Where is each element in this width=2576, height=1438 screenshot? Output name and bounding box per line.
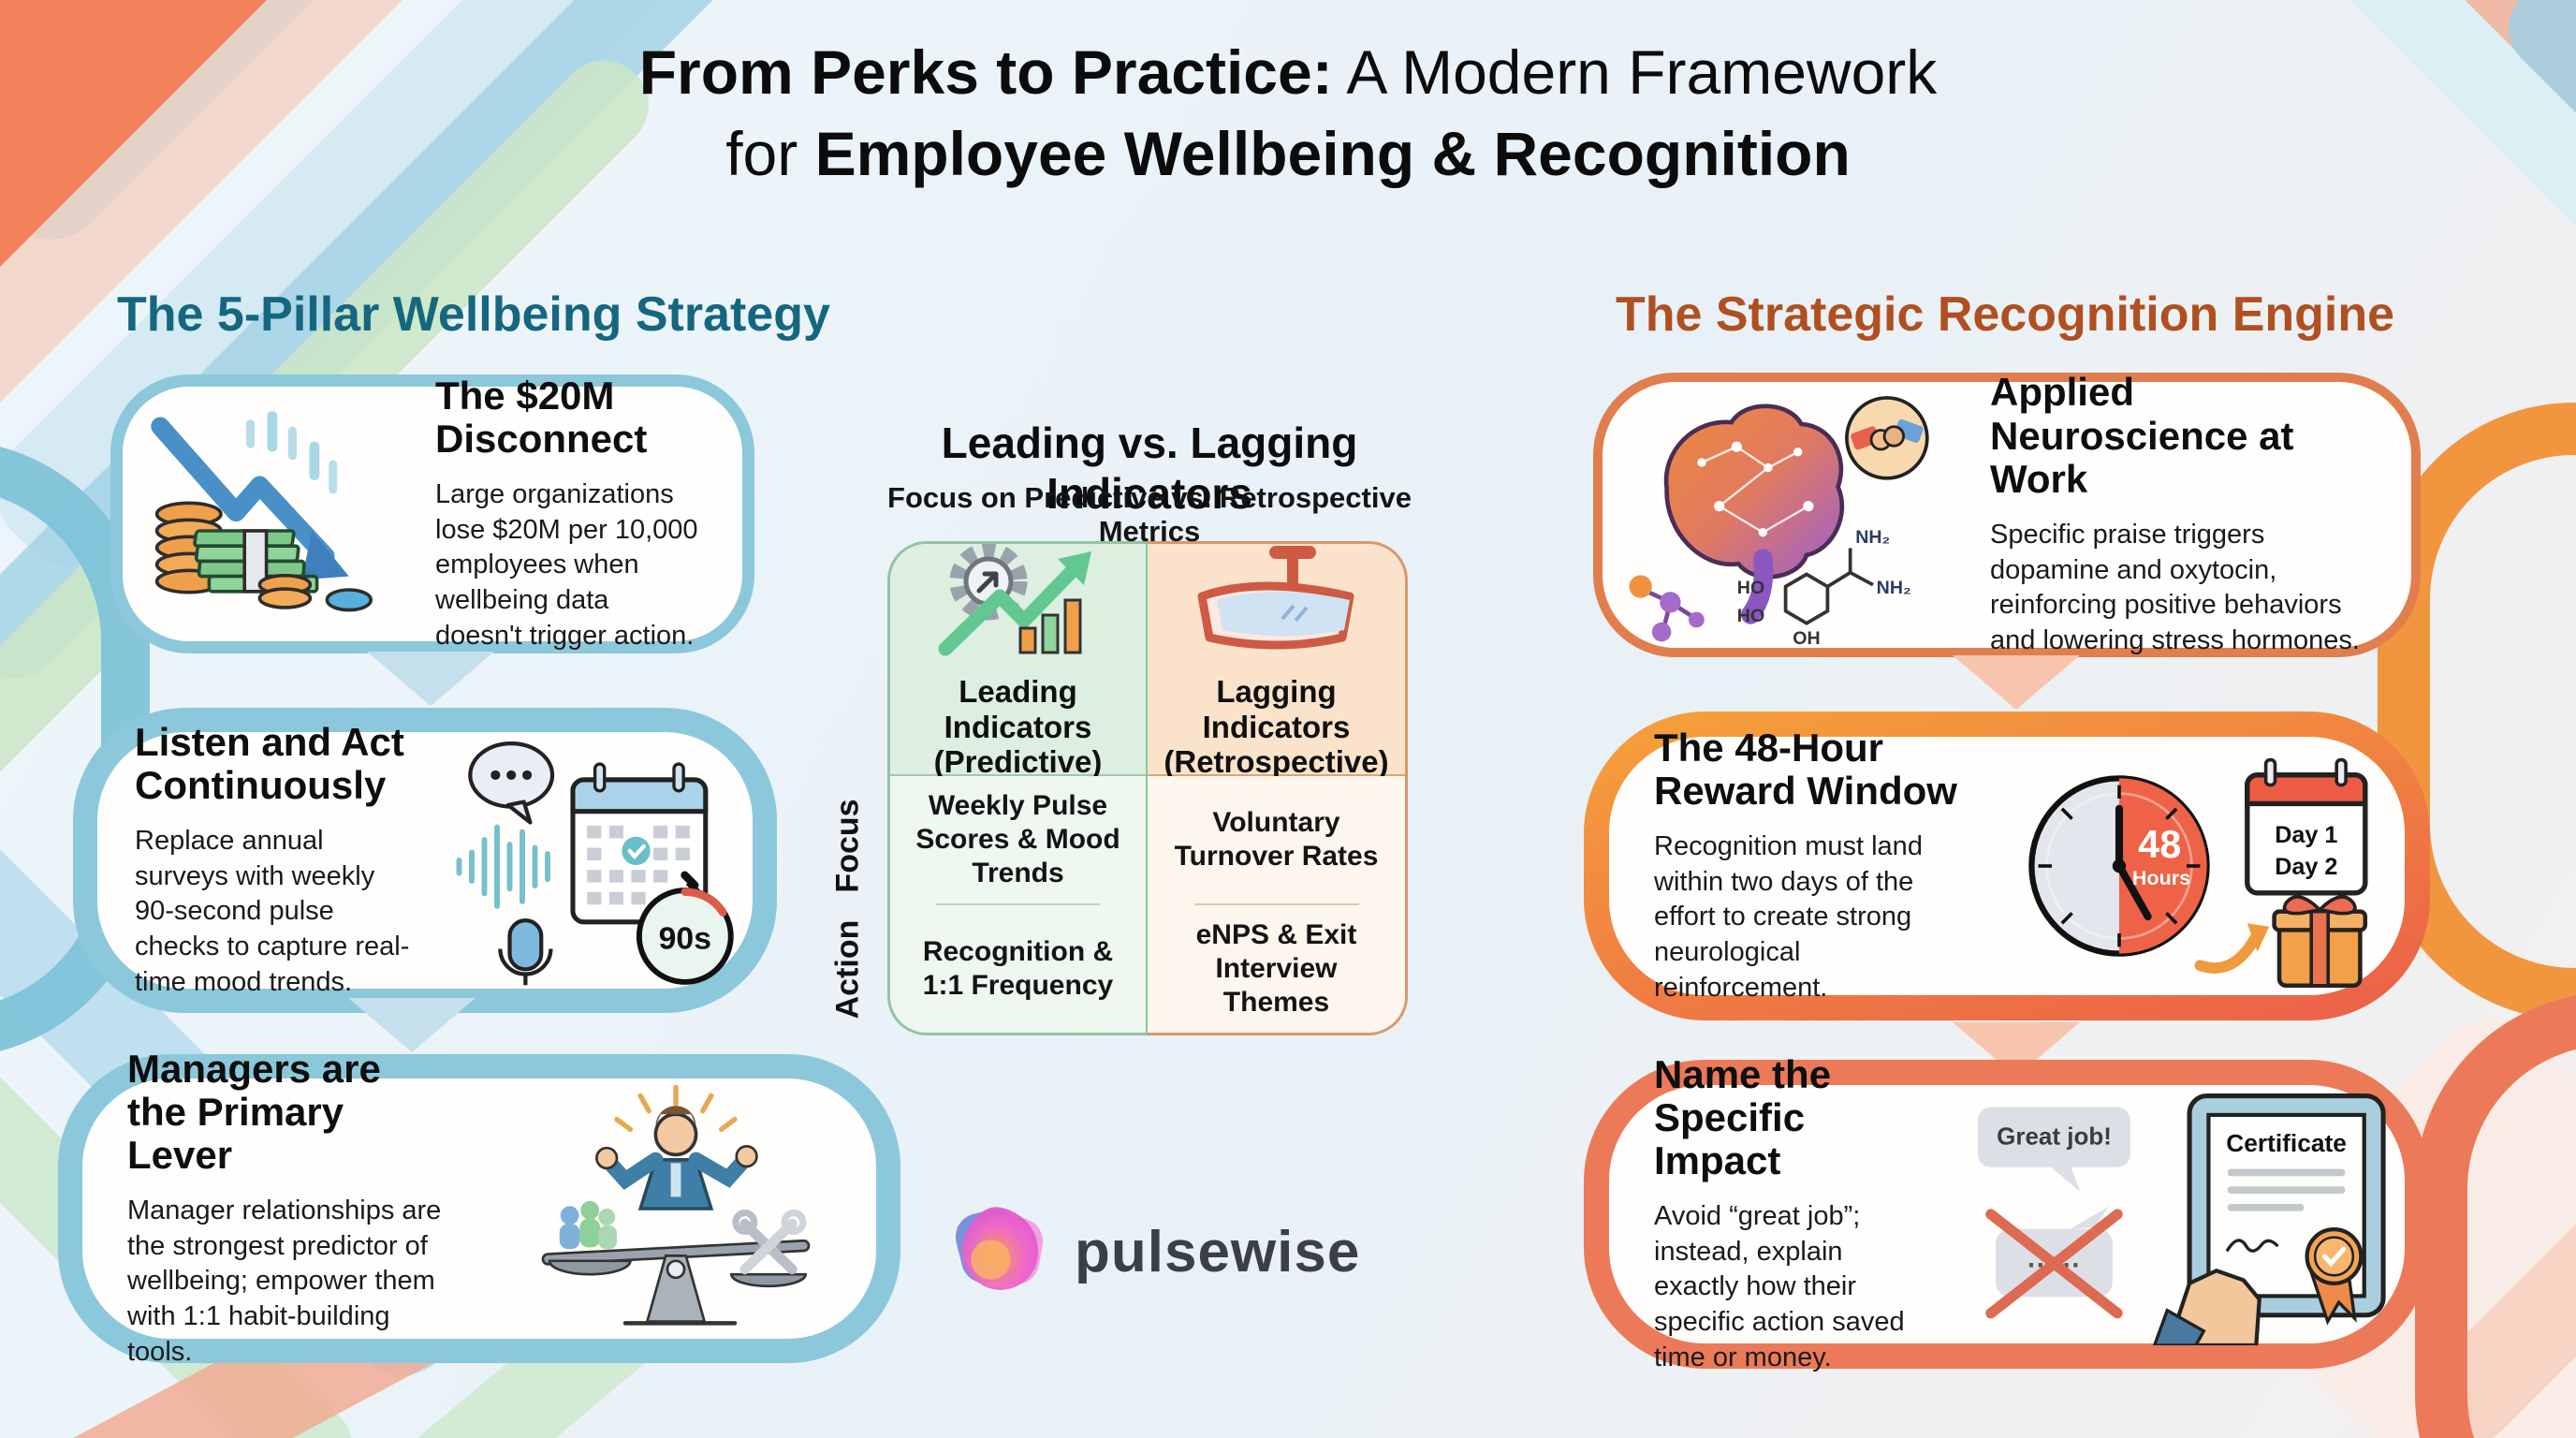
matrix-leading-column: Leading Indicators (Predictive) Weekly P… bbox=[887, 541, 1148, 1035]
matrix-title: Leading vs. Lagging Indicators bbox=[941, 418, 1358, 518]
matrix-cell-lagging-focus: Voluntary Turnover Rates bbox=[1174, 807, 1379, 872]
card-applied-neuroscience: HO HO OH NH₂ NH₂ Applied Neuroscience at… bbox=[1593, 370, 2421, 657]
pulsewise-logo-mark-icon bbox=[951, 1200, 1050, 1304]
calendar-day2-label: Day 2 bbox=[2275, 854, 2337, 880]
card-title: The 48-Hour Reward Window bbox=[1654, 725, 1957, 813]
brain-handshake-icon: HO HO OH NH₂ NH₂ bbox=[1603, 384, 1958, 646]
connector-right-1 bbox=[1953, 655, 2080, 710]
card-title: Name the Specific Impact bbox=[1654, 1051, 1832, 1182]
card-body: Large organizations lose $20M per 10,000… bbox=[435, 478, 698, 651]
connector-left-1 bbox=[367, 652, 494, 706]
speech-bubble-icon bbox=[468, 741, 555, 825]
brand-logo: pulsewise bbox=[951, 1200, 1360, 1304]
microphone-icon bbox=[498, 918, 553, 986]
matrix-divider bbox=[1193, 903, 1359, 905]
matrix-row-label-focus: Focus bbox=[829, 799, 866, 893]
matrix-leading-header: Leading Indicators (Predictive) bbox=[890, 544, 1146, 779]
brain-illustration bbox=[1663, 404, 1845, 624]
card-body: Replace annual surveys with weekly 90-se… bbox=[135, 825, 410, 997]
generic-praise-bubbles-icon: Great job! ··· ·· bbox=[1965, 1093, 2143, 1336]
chem-label-oh: OH bbox=[1793, 628, 1820, 646]
title-regular-1: A Modern Framework bbox=[1346, 37, 1938, 107]
matrix-lagging-label: Lagging Indicators (Retrospective) bbox=[1164, 673, 1389, 780]
great-job-bubble-icon: Great job! bbox=[1977, 1107, 2130, 1192]
reward-arrow-icon bbox=[2194, 931, 2261, 974]
card-specific-impact: Name the Specific Impact Avoid “great jo… bbox=[1584, 1052, 2430, 1372]
pulse-listening-icon: 90s bbox=[444, 734, 753, 987]
clock-calendar-gift-icon: 48 Hours Day 1 Day 2 bbox=[2002, 740, 2405, 992]
page-title-line1: From Perks to Practice: A Modern Framewo… bbox=[0, 32, 2576, 113]
matrix-cell-leading-focus: Weekly Pulse Scores & Mood Trends bbox=[915, 790, 1120, 888]
chem-label-ho2: HO bbox=[1737, 606, 1764, 626]
card-body: Manager relationships are the strongest … bbox=[127, 1196, 442, 1367]
matrix-cell-leading-action: Recognition & 1:1 Frequency bbox=[922, 936, 1114, 1001]
manager-balance-scale-icon bbox=[476, 1082, 876, 1335]
card-title: Listen and Act Continuously bbox=[135, 719, 404, 807]
48-hour-clock-icon: 48 Hours bbox=[2028, 775, 2210, 957]
chemical-structure-icon: HO HO OH NH₂ NH₂ bbox=[1737, 527, 1911, 646]
left-section-heading: The 5-Pillar Wellbeing Strategy bbox=[117, 287, 830, 342]
matrix-leading-label: Leading Indicators (Predictive) bbox=[933, 673, 1103, 780]
brand-logo-text: pulsewise bbox=[1075, 1220, 1361, 1284]
title-regular-2: for bbox=[725, 119, 798, 189]
stopwatch-icon: 90s bbox=[636, 871, 734, 985]
card-listen-act: Listen and Act Continuously Replace annu… bbox=[73, 708, 777, 1013]
card-title: Applied Neuroscience at Work bbox=[1990, 370, 2294, 501]
title-bold-1: From Perks to Practice: bbox=[638, 37, 1333, 107]
calendar-day1-label: Day 1 bbox=[2275, 822, 2337, 848]
people-pan bbox=[548, 1200, 632, 1276]
certificate-in-hand-icon: Certificate bbox=[2143, 1083, 2405, 1345]
chem-label-nh2a: NH₂ bbox=[1855, 527, 1890, 548]
holding-hand bbox=[2152, 1268, 2261, 1345]
crossed-bubble-icon: ··· ·· bbox=[1984, 1206, 2123, 1319]
card-body: Avoid “great job”; instead, explain exac… bbox=[1654, 1201, 1905, 1372]
card-body: Specific praise triggers dopamine and ox… bbox=[1990, 519, 2360, 655]
clock-unit-label: Hours bbox=[2132, 866, 2190, 889]
certificate-label: Certificate bbox=[2226, 1129, 2347, 1157]
matrix-divider bbox=[936, 903, 1100, 905]
card-title: Managers are the Primary Lever bbox=[127, 1046, 381, 1177]
page-title-line2: for Employee Wellbeing & Recognition bbox=[0, 113, 2576, 195]
connector-left-2 bbox=[348, 998, 476, 1052]
matrix-lagging-header: Lagging Indicators (Retrospective) bbox=[1148, 544, 1405, 779]
chem-label-ho1: HO bbox=[1737, 578, 1764, 598]
molecule-icon bbox=[1629, 575, 1705, 642]
clock-value-label: 48 bbox=[2138, 823, 2181, 866]
matrix-row-label-action: Action bbox=[829, 919, 866, 1020]
matrix-cell-lagging-action: eNPS & Exit Interview Themes bbox=[1195, 919, 1357, 1018]
gear-growth-chart-icon bbox=[934, 544, 1103, 665]
stopwatch-label: 90s bbox=[659, 921, 711, 957]
card-20m-disconnect: The $20M Disconnect Large organizations … bbox=[110, 374, 754, 653]
card-managers-lever: Managers are the Primary Lever Manager r… bbox=[58, 1047, 900, 1367]
two-day-calendar-icon: Day 1 Day 2 bbox=[2245, 757, 2368, 896]
audio-waveform-icon bbox=[456, 824, 550, 909]
card-48-hour-window: The 48-Hour Reward Window Recognition mu… bbox=[1584, 712, 2430, 1020]
chem-label-nh2b: NH₂ bbox=[1877, 578, 1911, 598]
card-body: Recognition must land within two days of… bbox=[1654, 830, 1923, 1003]
great-job-label: Great job! bbox=[1997, 1122, 2112, 1150]
page-title: From Perks to Practice: A Modern Framewo… bbox=[0, 32, 2576, 195]
title-bold-2: Employee Wellbeing & Recognition bbox=[814, 119, 1851, 189]
matrix-subtitle: Focus on Predictive vs. Retrospective Me… bbox=[887, 481, 1412, 548]
right-section-heading: The Strategic Recognition Engine bbox=[1615, 287, 2395, 342]
gift-box-icon bbox=[2272, 895, 2368, 989]
leading-lagging-matrix: Leading Indicators (Predictive) Weekly P… bbox=[887, 541, 1408, 1035]
card-title: The $20M Disconnect bbox=[435, 373, 648, 461]
right-flow-ring-bottom bbox=[2415, 992, 2576, 1438]
rearview-mirror-icon bbox=[1193, 544, 1361, 665]
handshake-badge-icon bbox=[1845, 396, 1929, 480]
matrix-lagging-column: Lagging Indicators (Retrospective) Volun… bbox=[1148, 541, 1408, 1035]
declining-chart-money-icon bbox=[123, 397, 403, 631]
